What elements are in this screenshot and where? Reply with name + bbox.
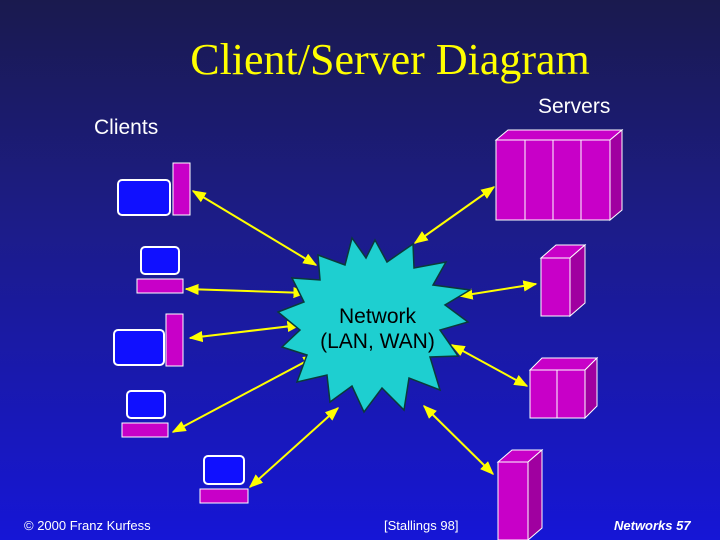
terminal-icon [136,246,184,294]
server-icon [528,356,599,420]
server-icon [539,243,587,318]
network-cloud-icon [276,236,473,414]
slide-title: Client/Server Diagram [190,35,590,84]
footer-page-number: Networks 57 [614,518,691,533]
network-label-line2: (LAN, WAN) [320,330,435,353]
footer-copyright: © 2000 Franz Kurfess [24,518,151,533]
servers-label: Servers [538,95,611,118]
link-server-4 [423,405,494,475]
desktop-computer-icon [113,313,184,367]
link-server-2 [458,280,538,300]
link-client-2 [184,283,308,299]
link-client-5 [248,407,340,488]
connection-links [171,186,538,488]
link-server-3 [450,344,529,387]
footer-citation: [Stallings 98] [384,518,459,533]
link-client-1 [191,190,318,266]
link-server-1 [413,186,496,244]
clients-label: Clients [94,116,159,139]
server-icon [496,448,544,540]
network-label: Network (LAN, WAN) [290,304,465,354]
terminal-icon [199,455,249,504]
link-client-4 [171,355,318,433]
desktop-computer-icon [117,162,191,216]
terminal-icon [121,390,169,438]
network-label-line1: Network [338,305,417,328]
link-client-3 [188,320,302,343]
server-icon [494,128,624,222]
